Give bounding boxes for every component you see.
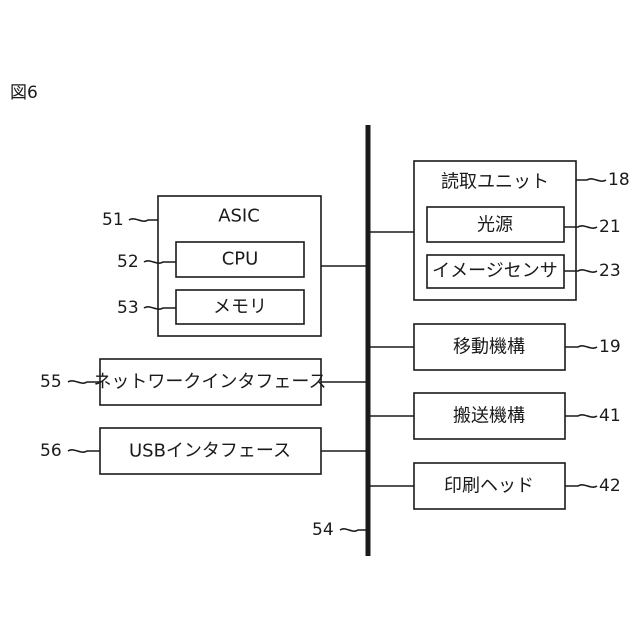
usb-interface-block: USBインタフェース 56 (40, 428, 368, 474)
bus-ref: 54 (312, 520, 334, 540)
cpu-ref: 52 (117, 252, 139, 272)
reading-unit-label: 読取ユニット (441, 172, 549, 193)
cpu-label: CPU (222, 249, 259, 270)
bus-ref-leader (340, 529, 366, 531)
light-source-label: 光源 (477, 215, 513, 236)
print-head-ref: 42 (599, 476, 621, 496)
moving-mechanism-ref-leader (565, 346, 597, 348)
asic-ref: 51 (102, 210, 124, 230)
memory-ref: 53 (117, 298, 139, 318)
print-head-ref-leader (565, 485, 597, 487)
reading-unit-ref-leader (576, 179, 606, 181)
conveying-mechanism-label: 搬送機構 (453, 406, 525, 427)
moving-mechanism-block: 移動機構 19 (368, 324, 621, 370)
light-source-ref: 21 (599, 217, 621, 237)
conveying-mechanism-ref-leader (565, 415, 597, 417)
reading-unit-block: 読取ユニット 18 光源 21 イメージセンサ 23 (368, 161, 630, 300)
image-sensor-ref: 23 (599, 261, 621, 281)
asic-block: ASIC 51 CPU 52 メモリ 53 (102, 196, 368, 336)
usb-interface-ref-leader (68, 450, 100, 452)
network-interface-label: ネットワークインタフェース (93, 372, 326, 393)
moving-mechanism-ref: 19 (599, 337, 621, 357)
asic-label: ASIC (218, 206, 260, 227)
image-sensor-label: イメージセンサ (432, 261, 558, 282)
figure-label: 図6 (10, 83, 38, 103)
conveying-mechanism-block: 搬送機構 41 (368, 393, 621, 439)
print-head-block: 印刷ヘッド 42 (368, 463, 621, 509)
reading-unit-ref: 18 (608, 170, 630, 190)
asic-ref-leader (129, 219, 158, 221)
print-head-label: 印刷ヘッド (444, 476, 534, 497)
moving-mechanism-label: 移動機構 (453, 337, 525, 358)
network-interface-ref: 55 (40, 372, 62, 392)
memory-label: メモリ (213, 297, 267, 318)
network-interface-block: ネットワークインタフェース 55 (40, 359, 368, 405)
usb-interface-ref: 56 (40, 441, 62, 461)
conveying-mechanism-ref: 41 (599, 406, 621, 426)
usb-interface-label: USBインタフェース (129, 441, 291, 462)
